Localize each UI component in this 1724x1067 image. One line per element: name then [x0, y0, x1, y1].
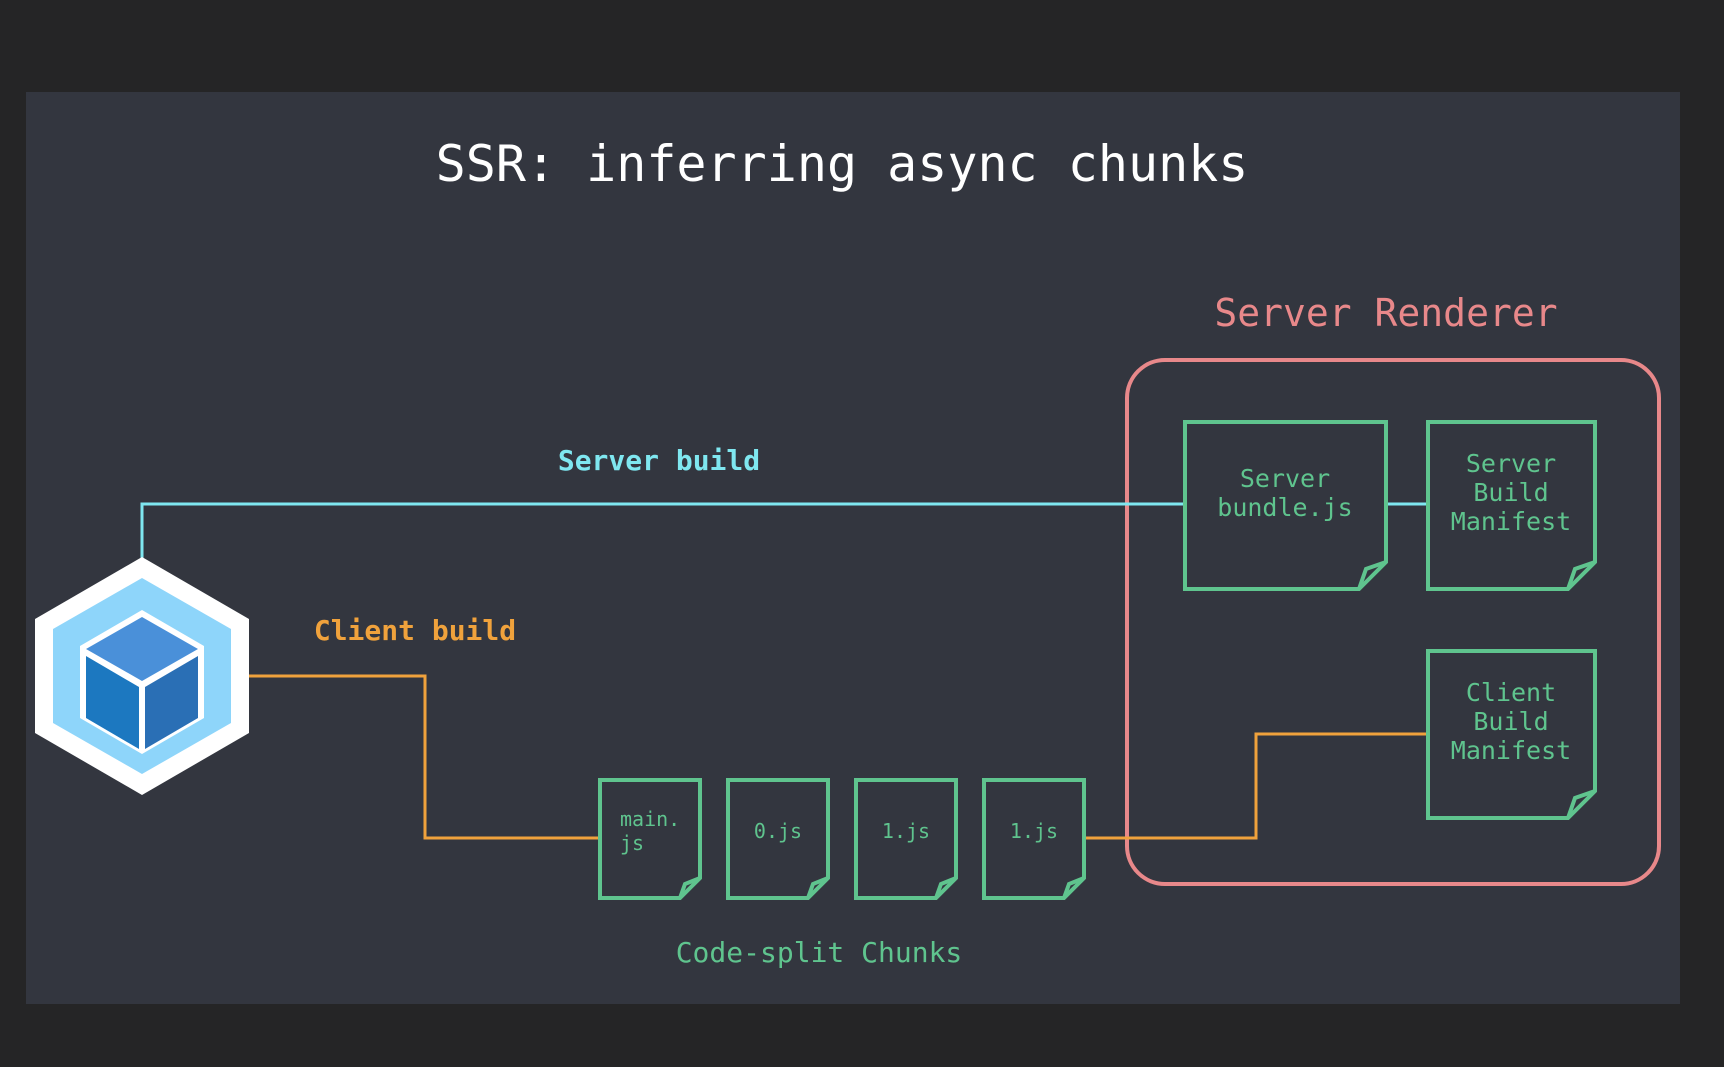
chunk-file-body — [726, 778, 830, 900]
server-bundle-label-1: Server — [1240, 464, 1330, 493]
slide-panel — [26, 92, 1680, 1004]
chunk-file-body — [854, 778, 958, 900]
client-manifest-label-3: Manifest — [1451, 736, 1571, 765]
chunk-file-corner — [934, 876, 957, 899]
server-renderer-label: Server Renderer — [1214, 291, 1557, 335]
chunk-file-label: 1.js — [1010, 819, 1058, 843]
server-build-line — [140, 502, 1185, 566]
server-bundle-file: Server bundle.js — [1183, 420, 1388, 591]
client-build-manifest-file: Client Build Manifest — [1426, 649, 1597, 820]
client-manifest-label-1: Client — [1466, 678, 1556, 707]
slide-title: SSR: inferring async chunks — [436, 135, 1249, 193]
server-manifest-label-1: Server — [1466, 449, 1556, 478]
server-manifest-label-2: Build — [1473, 478, 1548, 507]
server-build-manifest-file: Server Build Manifest — [1426, 420, 1597, 591]
client-build-label: Client build — [314, 614, 516, 647]
chunk-file-label: js — [620, 831, 644, 855]
webpack-logo-icon — [35, 557, 249, 795]
server-manifest-label-3: Manifest — [1451, 507, 1571, 536]
chunk-file-label: 0.js — [754, 819, 802, 843]
chunk-file-label: main. — [620, 807, 680, 831]
server-build-label: Server build — [558, 444, 760, 477]
chunks-label: Code-split Chunks — [676, 936, 963, 969]
chunk-file-body — [598, 778, 702, 900]
server-renderer-box — [1125, 358, 1661, 886]
client-build-line — [246, 674, 600, 840]
chunk-file: 1.js — [854, 778, 958, 900]
chunk-file: 1.js — [982, 778, 1086, 900]
server-bundle-label-2: bundle.js — [1217, 493, 1352, 522]
chunk-file: main.js — [598, 778, 702, 900]
chunk-file-label: 1.js — [882, 819, 930, 843]
chunk-file-body — [982, 778, 1086, 900]
client-manifest-label-2: Build — [1473, 707, 1548, 736]
code-split-chunks: main.js 0.js 1.js 1.js — [598, 778, 1086, 900]
chunk-file-corner — [806, 876, 829, 899]
chunk-file-corner — [1062, 876, 1085, 899]
chunk-file-corner — [678, 876, 701, 899]
chunk-file: 0.js — [726, 778, 830, 900]
chunks-to-client-manifest-line — [1085, 732, 1428, 840]
